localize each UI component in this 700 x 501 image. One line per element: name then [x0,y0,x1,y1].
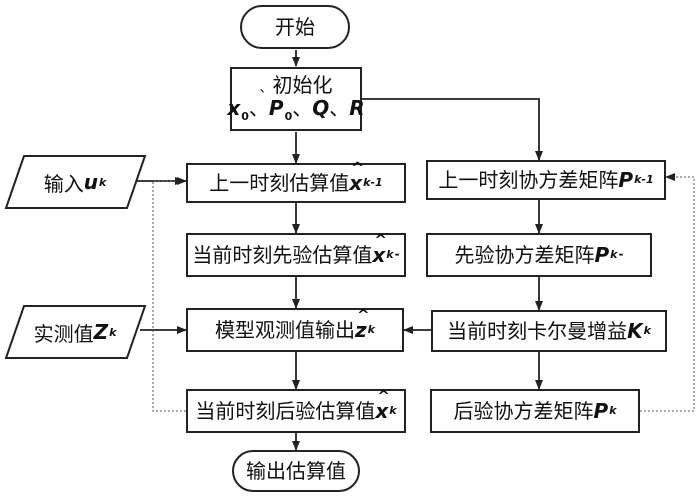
init-title: 、初始化 [259,73,333,98]
start-node: 开始 [240,5,350,49]
measured-z-shape [4,305,147,359]
input-u-shape [4,155,147,209]
prior-estimate-node: 当前时刻先验估算值xk- [186,232,406,277]
output-label: 输出估算值 [246,458,346,483]
output-node: 输出估算值 [232,450,360,492]
feedback-post-estimate-loop [152,177,186,412]
init-vars: x0、P0、Q、R [227,96,365,124]
init-node: 、初始化 x0、P0、Q、R [227,67,365,131]
arrow-init-to-prev-cov [362,98,543,161]
model-output-node: 模型观测值输出zk [186,307,404,352]
prev-estimate-node: 上一时刻估算值xk-1 [186,160,406,203]
start-label: 开始 [275,14,315,39]
feedback-post-cov-loop [640,173,695,412]
post-estimate-node: 当前时刻后验估算值xk [186,388,406,433]
